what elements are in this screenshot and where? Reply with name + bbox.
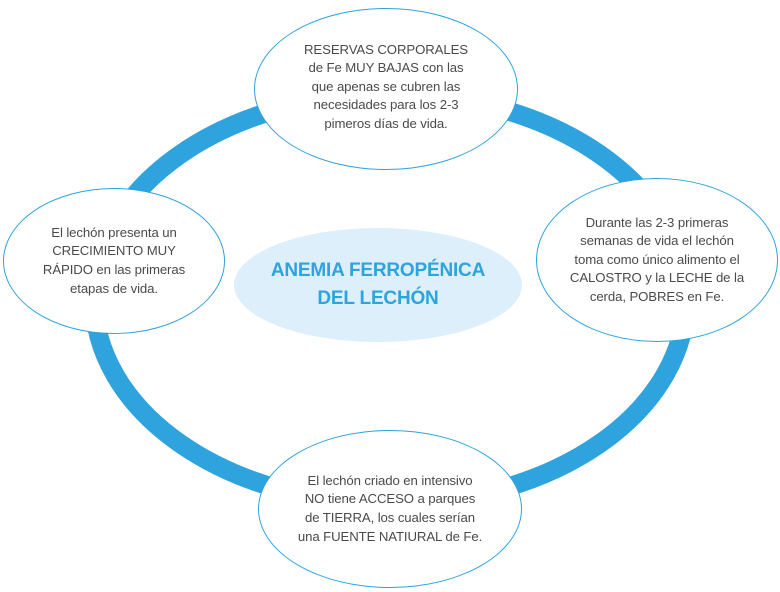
node-text: Durante las 2-3 primeras semanas de vida… <box>563 214 751 307</box>
node-line: CALOSTRO y la LECHE de la <box>569 270 745 286</box>
node-text: RESERVAS CORPORALES de Fe MUY BAJAS con … <box>286 41 486 134</box>
node-line: de TIERRA, los cuales serían <box>305 510 475 525</box>
node-line: NO tiene ACCESO a parques <box>304 491 476 507</box>
node-text: El lechón criado en intensivo NO tiene A… <box>290 472 490 546</box>
node-line: El lechón presenta un <box>51 224 177 240</box>
node-line: de Fe MUY BAJAS con las <box>308 60 464 76</box>
node-line: RÁPIDO en las primeras <box>42 262 186 277</box>
node-line: Durante las 2-3 primeras <box>585 214 729 230</box>
center-title: ANEMIA FERROPÉNICA DEL LECHÓN <box>234 228 522 342</box>
node-no-soil-access: El lechón criado en intensivo NO tiene A… <box>258 430 522 588</box>
node-line: CRECIMIENTO MUY <box>52 243 176 259</box>
node-line: RESERVAS CORPORALES <box>304 41 468 57</box>
node-line: cerda, POBRES en Fe. <box>589 288 725 304</box>
node-line: que apenas se cubren las <box>311 78 461 94</box>
center-title-line-1: ANEMIA FERROPÉNICA <box>270 260 486 281</box>
node-line: semanas de vida el lechón <box>580 233 734 249</box>
node-low-iron-reserves: RESERVAS CORPORALES de Fe MUY BAJAS con … <box>254 8 518 170</box>
node-line: necesidades para los 2-3 <box>313 97 459 113</box>
node-text: El lechón presenta un CRECIMIENTO MUY RÁ… <box>30 224 198 298</box>
node-line: pimeros días de vida. <box>324 115 448 131</box>
node-line: etapas de vida. <box>70 280 158 296</box>
node-line: toma como único alimento el <box>574 251 740 267</box>
node-rapid-growth: El lechón presenta un CRECIMIENTO MUY RÁ… <box>3 188 225 334</box>
node-line: una FUENTE NATIURAL de Fe. <box>297 528 483 544</box>
node-line: El lechón criado en intensivo <box>307 472 473 488</box>
center-title-line-2: DEL LECHÓN <box>317 288 439 309</box>
node-colostrum-milk: Durante las 2-3 primeras semanas de vida… <box>536 178 778 342</box>
